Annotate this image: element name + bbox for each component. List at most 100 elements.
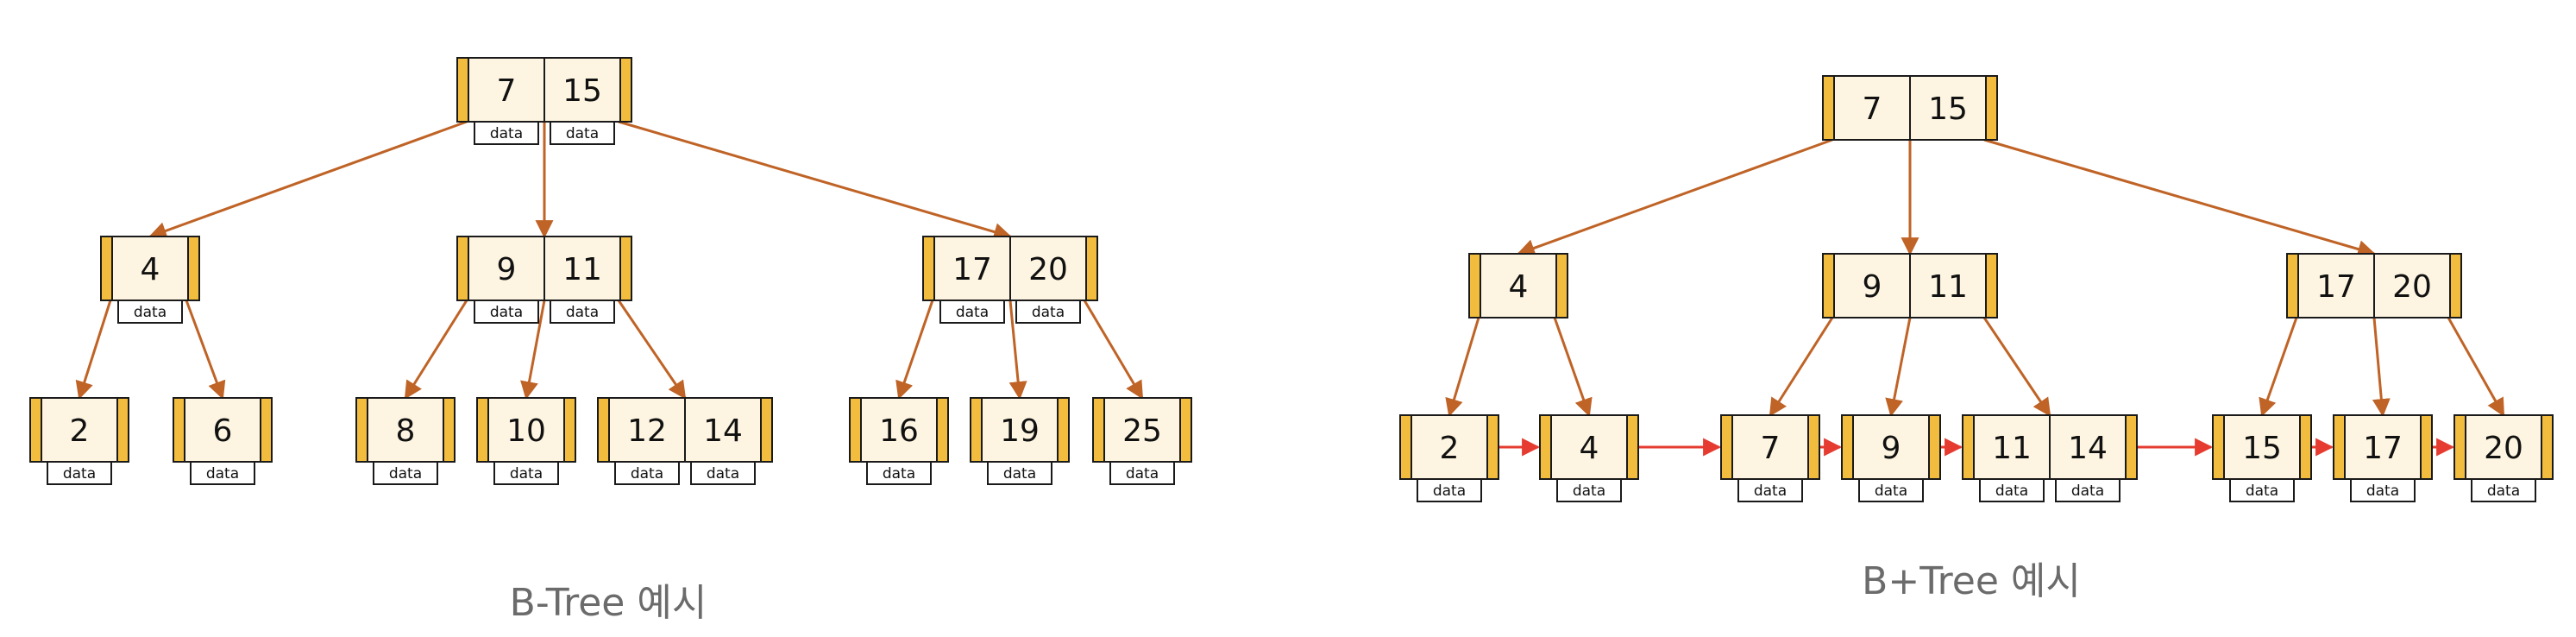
- data-box-label: data: [631, 465, 663, 482]
- pointer-strip: [2541, 414, 2554, 480]
- key-cell: [487, 397, 565, 463]
- pointer-strip: [1057, 397, 1070, 463]
- data-box: [939, 300, 1005, 324]
- data-box-label: data: [490, 125, 523, 142]
- pointer-strip: [2449, 253, 2462, 318]
- key-label: 9: [1882, 431, 1901, 466]
- pointer-strip: [116, 397, 129, 463]
- btree-edge-l4-n6: [185, 300, 226, 400]
- key-label: 6: [213, 413, 233, 449]
- key-label: 16: [879, 413, 919, 449]
- data-box: [1737, 478, 1803, 502]
- btree-edge-l9-n10: [520, 300, 546, 400]
- data-box-label: data: [1754, 482, 1787, 500]
- key-label: 17: [2363, 431, 2403, 466]
- key-cell: [468, 57, 545, 123]
- data-box-label: data: [490, 304, 523, 321]
- btree-edge-l17-n16: [895, 300, 934, 400]
- key-cell: [41, 397, 118, 463]
- data-box: [373, 461, 438, 485]
- key-label: 8: [396, 413, 416, 449]
- key-cell: [1411, 414, 1488, 480]
- pointer-strip: [355, 397, 368, 463]
- key-label: 9: [497, 252, 517, 287]
- key-label: 20: [2392, 269, 2432, 305]
- key-cell: [1550, 414, 1628, 480]
- pointer-strip: [1822, 253, 1835, 318]
- pointer-strip: [1179, 397, 1192, 463]
- pointer-strip: [1985, 75, 1998, 141]
- data-box: [1858, 478, 1924, 502]
- key-cell: [1731, 414, 1809, 480]
- data-box-label: data: [1995, 482, 2028, 500]
- pointer-strip: [1539, 414, 1552, 480]
- data-box: [1979, 478, 2045, 502]
- pointer-strip: [100, 236, 113, 301]
- data-box-label: data: [1126, 465, 1159, 482]
- bplustree-edges: [1445, 138, 2505, 418]
- key-cell: [1909, 75, 1987, 141]
- pointer-strip: [2125, 414, 2138, 480]
- pointer-strip: [619, 236, 632, 301]
- data-box: [690, 461, 756, 485]
- key-cell: [1909, 253, 1987, 318]
- key-cell: [860, 397, 938, 463]
- bplustree-edge-i4-f2: [1445, 317, 1480, 418]
- pointer-strip: [29, 397, 42, 463]
- bplustree-edge-i4-f4: [1553, 317, 1593, 417]
- key-label: 25: [1122, 413, 1162, 449]
- key-cell: [2344, 414, 2422, 480]
- pointer-strip: [1468, 253, 1481, 318]
- pointer-strip: [1720, 414, 1733, 480]
- pointer-strip: [597, 397, 610, 463]
- bplustree-edge-r-i17: [1983, 138, 2377, 258]
- key-label: 11: [1992, 431, 2032, 466]
- data-box-label: data: [1573, 482, 1605, 500]
- pointer-strip: [1626, 414, 1639, 480]
- key-label: 2: [1440, 431, 1460, 466]
- data-box-label: data: [134, 304, 166, 321]
- data-box: [47, 461, 112, 485]
- btree-edges: [75, 120, 1144, 400]
- key-cell: [2373, 253, 2451, 318]
- pointer-strip: [1928, 414, 1941, 480]
- btree-edge-l4-n2: [75, 300, 112, 400]
- pointer-strip: [187, 236, 200, 301]
- key-label: 9: [1863, 269, 1882, 305]
- data-box: [866, 461, 932, 485]
- key-cell: [1103, 397, 1181, 463]
- data-box: [614, 461, 680, 485]
- bplustree-edge-i9-f11: [1982, 317, 2051, 417]
- data-box-label: data: [1032, 304, 1065, 321]
- data-box-label: data: [1875, 482, 1907, 500]
- key-label: 15: [562, 73, 602, 109]
- btree-diagram: 7data15data4data9data11data17data20data2…: [29, 57, 1192, 485]
- pointer-strip: [563, 397, 576, 463]
- data-box: [550, 300, 615, 324]
- data-box-label: data: [510, 465, 543, 482]
- pointer-strip: [1092, 397, 1105, 463]
- key-label: 7: [1863, 91, 1882, 127]
- pointer-strip: [760, 397, 773, 463]
- btree-edge-r-l4: [148, 120, 468, 240]
- pointer-strip: [1807, 414, 1820, 480]
- key-cell: [1833, 75, 1911, 141]
- data-box-label: data: [956, 304, 989, 321]
- pointer-strip: [1841, 414, 1854, 480]
- data-box: [2471, 478, 2536, 502]
- key-cell: [608, 397, 686, 463]
- key-label: 17: [952, 252, 992, 287]
